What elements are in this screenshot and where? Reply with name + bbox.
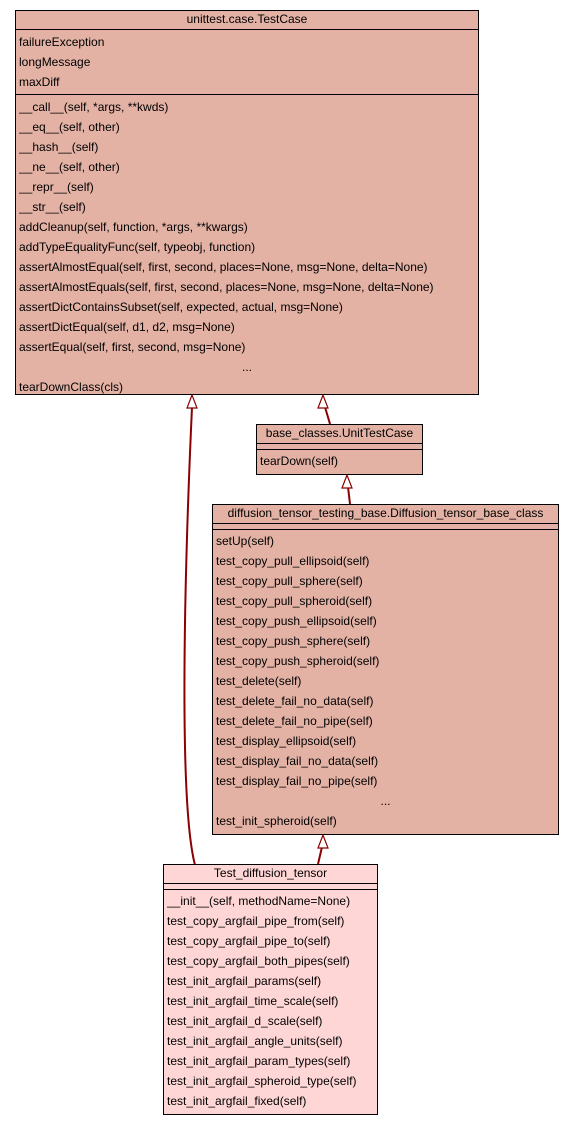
attribute-list [213,524,558,530]
method: test_init_argfail_time_scale(self) [167,994,339,1008]
method-list: __init__(self, methodName=None) test_cop… [164,890,377,1113]
method: assertEqual(self, first, second, msg=Non… [19,340,246,354]
edge-unittestcase-to-testcase [324,406,331,425]
method: __init__(self, methodName=None) [167,894,351,908]
method: __repr__(self) [19,180,94,194]
inheritance-arrowhead [317,833,329,849]
class-title: unittest.case.TestCase [16,11,478,30]
method: tearDown(self) [260,454,339,468]
method: test_copy_push_spheroid(self) [216,654,380,668]
method: test_copy_argfail_pipe_to(self) [167,934,331,948]
method: assertAlmostEquals(self, first, second, … [19,280,434,294]
method: test_init_argfail_param_types(self) [167,1054,351,1068]
inheritance-arrowhead [186,393,198,409]
method: __str__(self) [19,200,86,214]
method: test_copy_pull_spheroid(self) [216,594,373,608]
attribute-list: failureException longMessage maxDiff [16,30,478,95]
method: assertDictContainsSubset(self, expected,… [19,300,343,314]
attribute: failureException [19,35,105,49]
attribute: longMessage [19,55,91,69]
method: test_display_fail_no_data(self) [216,754,379,768]
method: test_copy_push_sphere(self) [216,634,371,648]
method: test_init_spheroid(self) [216,814,337,828]
class-title: diffusion_tensor_testing_base.Diffusion_… [213,505,558,524]
method: assertDictEqual(self, d1, d2, msg=None) [19,320,235,334]
class-title: Test_diffusion_tensor [164,865,377,884]
method: test_delete(self) [216,674,302,688]
method: addTypeEqualityFunc(self, typeobj, funct… [19,240,256,254]
attribute: maxDiff [19,75,60,89]
edge-diffbase-to-unittestcase [347,486,351,505]
class-diffusion-tensor-base[interactable]: diffusion_tensor_testing_base.Diffusion_… [212,504,559,835]
method: test_init_argfail_d_scale(self) [167,1014,323,1028]
inheritance-arrowhead [317,393,329,409]
method: test_delete_fail_no_pipe(self) [216,714,373,728]
edge-testdiff-to-testcase [183,406,196,866]
method: __ne__(self, other) [19,160,120,174]
method: addCleanup(self, function, *args, **kwar… [19,220,248,234]
method: test_init_argfail_fixed(self) [167,1094,307,1108]
edge-testdiff-to-diffbase [317,846,323,865]
method: test_copy_push_ellipsoid(self) [216,614,377,628]
class-testcase[interactable]: unittest.case.TestCase failureException … [15,10,479,395]
class-test-diffusion-tensor[interactable]: Test_diffusion_tensor __init__(self, met… [163,864,378,1115]
method: test_init_argfail_params(self) [167,974,322,988]
method: test_delete_fail_no_data(self) [216,694,374,708]
method: test_display_fail_no_pipe(self) [216,774,378,788]
method: __call__(self, *args, **kwds) [19,100,169,114]
class-unittestcase[interactable]: base_classes.UnitTestCase tearDown(self) [256,424,423,475]
method: test_copy_pull_sphere(self) [216,574,363,588]
method-ellipsis: ... [380,794,391,808]
inheritance-arrowhead [341,473,353,489]
method: assertAlmostEqual(self, first, second, p… [19,260,428,274]
method: test_display_ellipsoid(self) [216,734,357,748]
method: __hash__(self) [19,140,99,154]
class-title: base_classes.UnitTestCase [257,425,422,444]
attribute-list [164,884,377,890]
method-ellipsis: ... [241,360,252,374]
method: setUp(self) [216,534,275,548]
method: test_init_argfail_angle_units(self) [167,1034,343,1048]
method: test_init_argfail_spheroid_type(self) [167,1074,357,1088]
method-list: setUp(self) test_copy_pull_ellipsoid(sel… [213,530,558,833]
method: test_copy_pull_ellipsoid(self) [216,554,370,568]
method: test_copy_argfail_both_pipes(self) [167,954,350,968]
method-list: __call__(self, *args, **kwds) __eq__(sel… [16,95,478,399]
method: tearDownClass(cls) [19,380,124,394]
method-list: tearDown(self) [257,450,422,473]
attribute-list [257,444,422,450]
method: __eq__(self, other) [19,120,120,134]
method: test_copy_argfail_pipe_from(self) [167,914,345,928]
